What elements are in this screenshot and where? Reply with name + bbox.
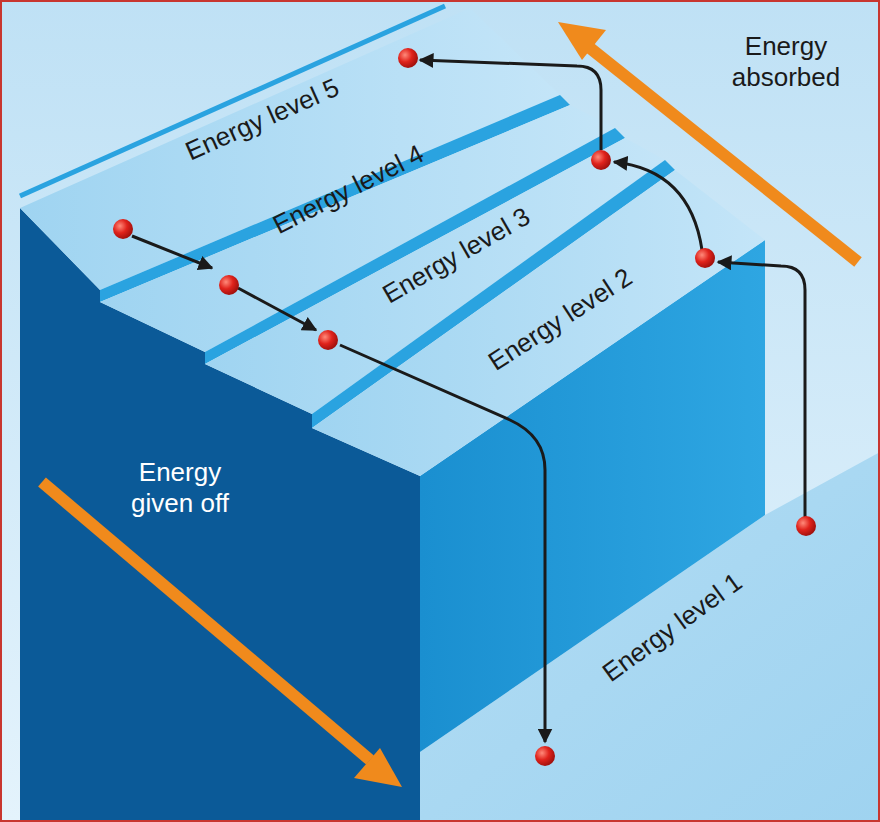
- electron-paths: [132, 60, 805, 742]
- electrons: [113, 48, 816, 766]
- energy-label: Energy given off: [105, 457, 255, 519]
- energy-label: Energy absorbed: [711, 31, 861, 93]
- energy-arrows: [42, 22, 858, 787]
